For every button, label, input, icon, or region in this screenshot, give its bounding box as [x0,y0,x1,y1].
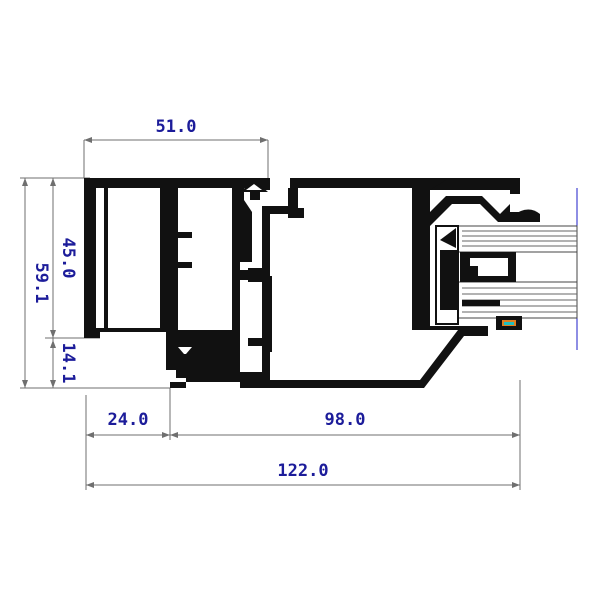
dim-left-inner: 45.0 [58,238,78,279]
dimension-lines [20,137,521,490]
dim-bottom-total: 122.0 [277,461,328,481]
dim-bottom-left: 24.0 [108,410,149,430]
aluminium-profile [84,178,520,388]
dim-top-width: 51.0 [156,117,197,137]
glazing-gasket [435,209,540,330]
dim-left-outer: 59.1 [31,263,51,304]
dim-bottom-right: 98.0 [325,410,366,430]
dim-left-small: 14.1 [58,343,78,384]
